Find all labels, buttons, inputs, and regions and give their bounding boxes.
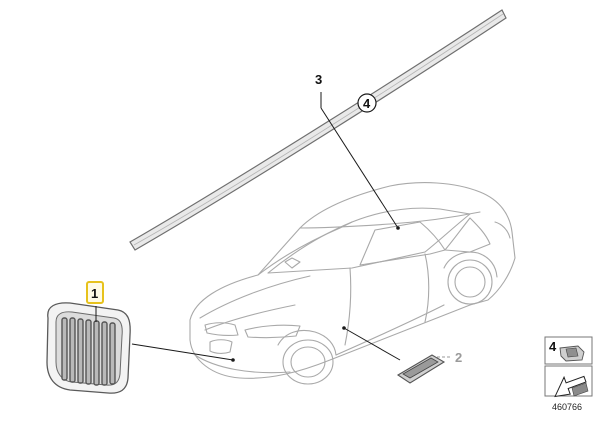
reference-number: 460766 (552, 402, 582, 412)
legend-box: 4 460766 (544, 336, 593, 412)
leader-1-car (131, 343, 234, 361)
callout-1-highlight: 1 (86, 281, 104, 304)
arrow-icon (554, 375, 589, 398)
svg-text:4: 4 (363, 96, 371, 111)
side-marker-light (396, 354, 446, 384)
highlight-box (86, 281, 104, 304)
svg-text:3: 3 (315, 72, 322, 87)
roof-moulding-strip (129, 9, 507, 251)
leader-3-car (320, 107, 399, 229)
callout-2: 2 (455, 350, 462, 365)
clip-icon (559, 345, 585, 362)
callout-4-circle: 4 (357, 93, 377, 113)
callout-3: 3 (315, 72, 322, 87)
leader-2-car (343, 327, 401, 361)
svg-text:1: 1 (91, 286, 98, 301)
leader-lines (95, 92, 452, 362)
kidney-grille (46, 302, 131, 394)
svg-text:4: 4 (549, 339, 557, 354)
car-outline (189, 182, 516, 385)
svg-text:2: 2 (455, 350, 462, 365)
